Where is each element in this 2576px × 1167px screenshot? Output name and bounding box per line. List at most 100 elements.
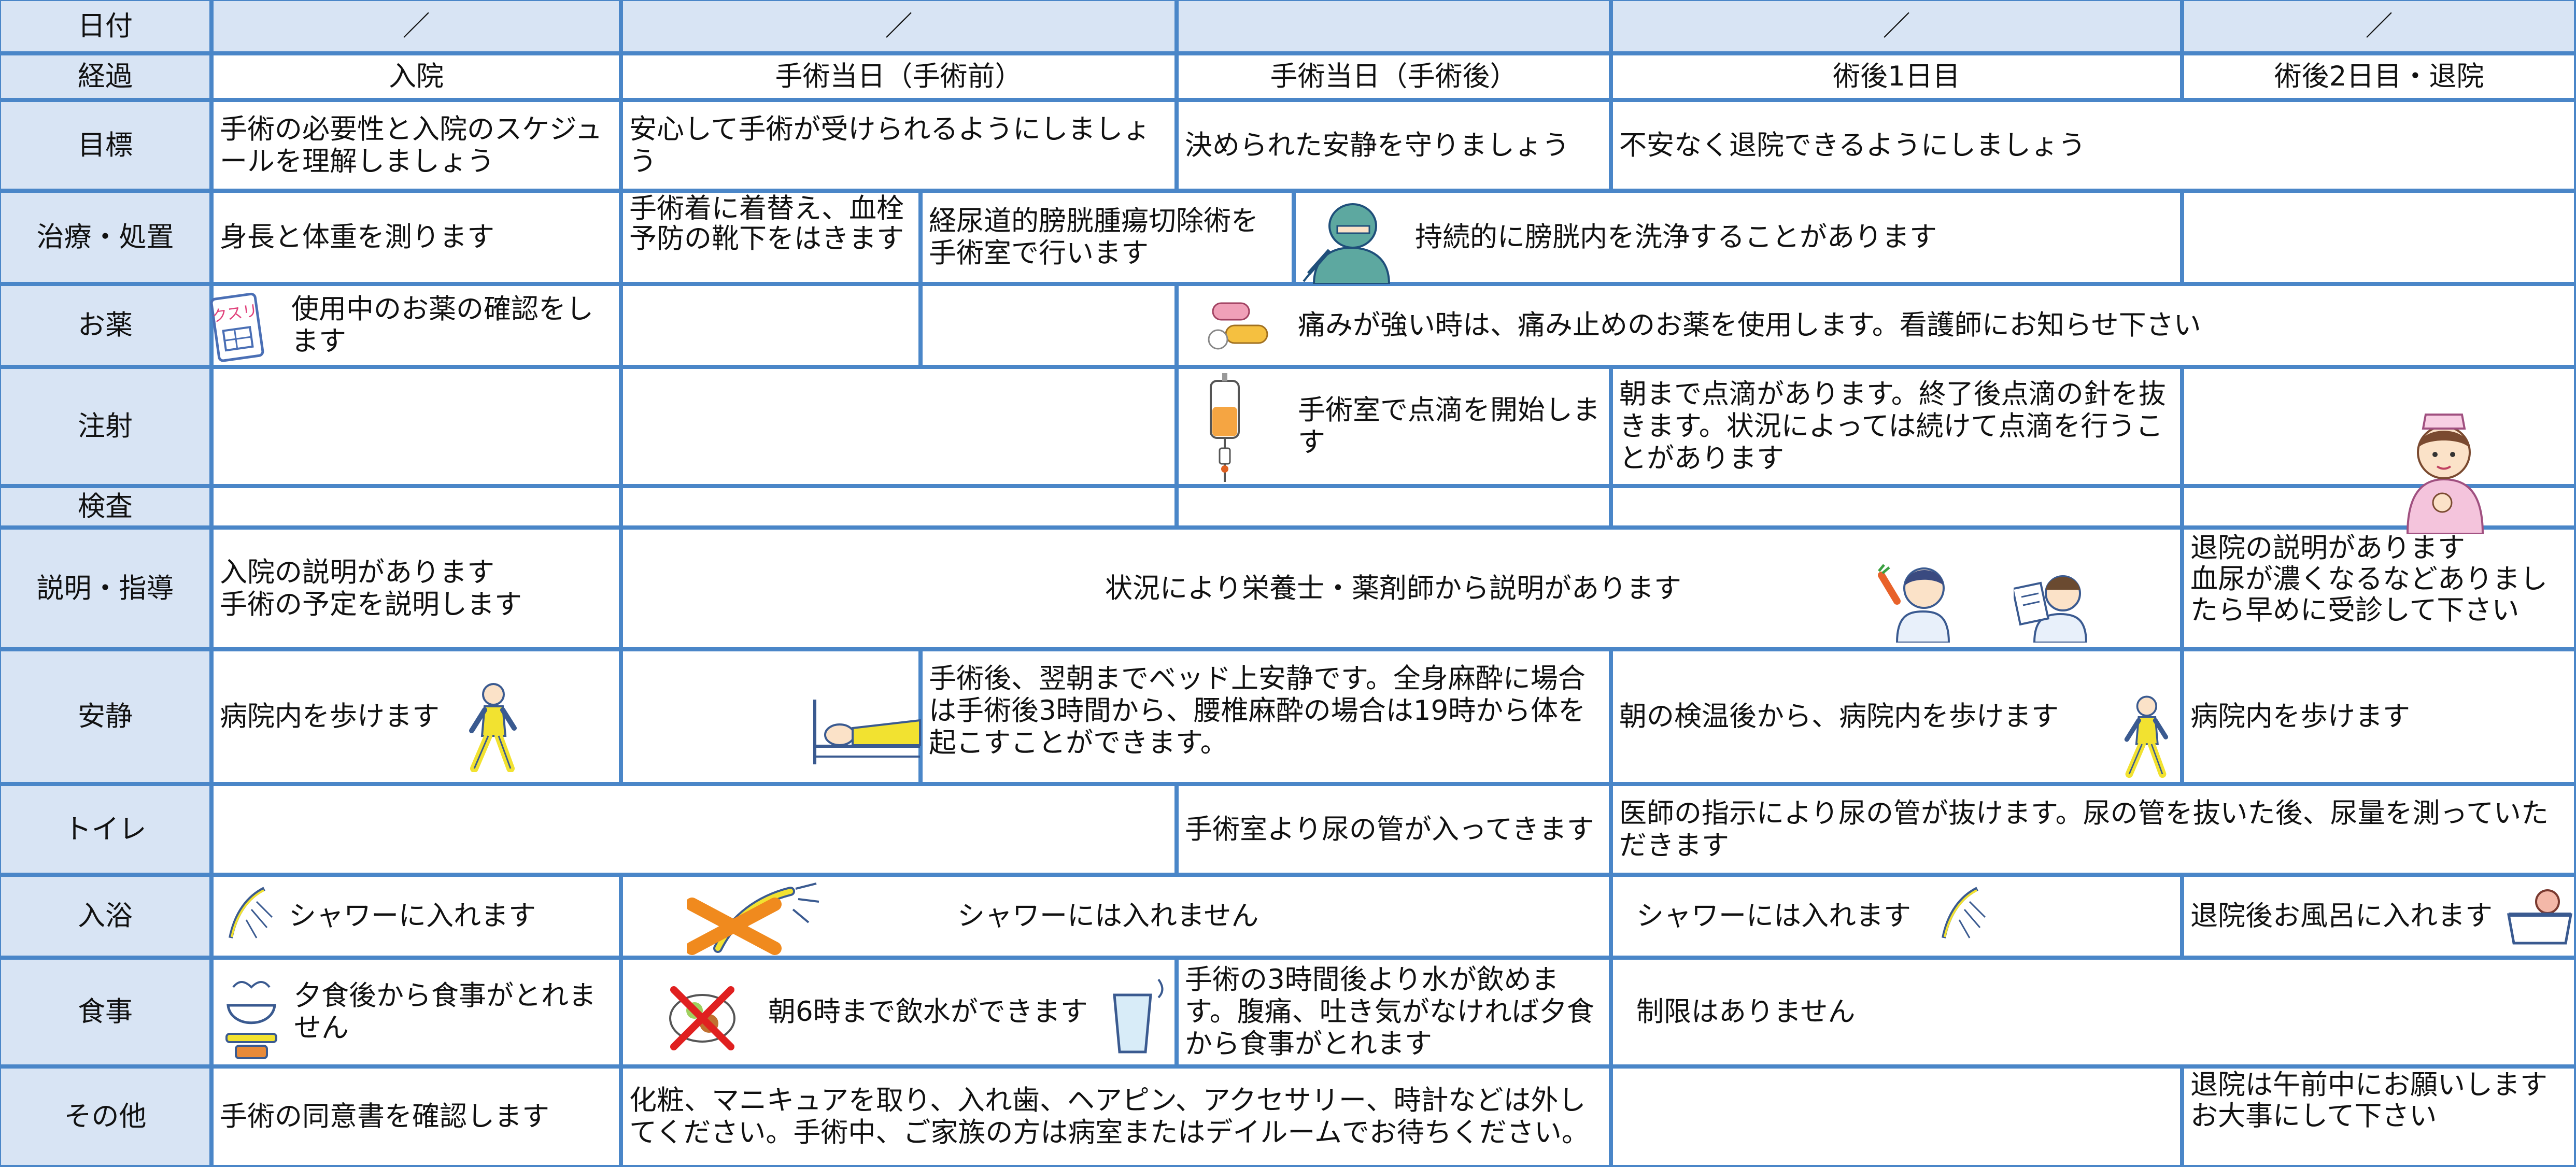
exam-day2 bbox=[2182, 486, 2576, 528]
walking-person-icon bbox=[469, 683, 517, 772]
row-label-text: お薬 bbox=[78, 309, 133, 341]
row-label-bath: 入浴 bbox=[0, 875, 211, 958]
toilet-day1: 医師の指示により尿の管が抜けます。尿の管を抜いた後、尿量を測っていただきます bbox=[1611, 784, 2576, 875]
injection-admit bbox=[211, 367, 621, 486]
goal-admit: 手術の必要性と入院のスケジュールを理解しましょう bbox=[211, 100, 621, 191]
meal-bowl-icon bbox=[225, 981, 277, 1059]
exam-postop bbox=[1177, 486, 1611, 528]
injection-preop bbox=[621, 367, 1177, 486]
date-admit: ／ bbox=[211, 0, 621, 53]
row-label-meal: 食事 bbox=[0, 958, 211, 1066]
row-label-text: 安静 bbox=[78, 701, 133, 732]
row-label-text: その他 bbox=[64, 1101, 147, 1132]
no-shower-icon bbox=[687, 883, 819, 955]
rest-text: 病院内を歩けます bbox=[2190, 701, 2410, 732]
medicine-preop-a bbox=[621, 284, 921, 367]
bath-text: シャワーに入れます bbox=[289, 900, 536, 932]
pharmacist-icon bbox=[2014, 575, 2088, 643]
goal-postop: 決められた安静を守りましょう bbox=[1177, 100, 1611, 191]
rest-day1: 朝の検温後から、病院内を歩けます bbox=[1611, 649, 2182, 784]
treatment-irrigation: 持続的に膀胱内を洗浄することがあります bbox=[1294, 191, 2182, 284]
row-label-toilet: トイレ bbox=[0, 784, 211, 875]
no-food-icon bbox=[669, 986, 735, 1050]
water-glass-icon bbox=[1113, 978, 1164, 1054]
other-discharge: 退院は午前中にお願いします お大事にして下さい bbox=[2182, 1066, 2576, 1167]
other-text: 手術の同意書を確認します bbox=[220, 1101, 549, 1132]
row-label-other: その他 bbox=[0, 1066, 211, 1167]
meal-text: 朝6時まで飲水ができます bbox=[768, 996, 1088, 1028]
other-admit: 手術の同意書を確認します bbox=[211, 1066, 621, 1167]
goal-text: 決められた安静を守りましょう bbox=[1185, 129, 1569, 161]
stage-day2: 術後2日目・退院 bbox=[2182, 53, 2576, 100]
treatment-surgery: 経尿道的膀胱腫瘍切除術を手術室で行います bbox=[921, 191, 1294, 284]
stage-day1: 術後1日目 bbox=[1611, 53, 2182, 100]
treatment-text: 経尿道的膀胱腫瘍切除術を手術室で行います bbox=[929, 205, 1258, 269]
goal-preop: 安心して手術が受けられるようにしましょう bbox=[621, 100, 1177, 191]
date-postop bbox=[1177, 0, 1611, 53]
medicine-admit: 使用中のお薬の確認をします bbox=[211, 284, 621, 367]
row-label-rest: 安静 bbox=[0, 649, 211, 784]
bath-text: 退院後お風呂に入れます bbox=[2190, 900, 2493, 932]
rest-admit: 病院内を歩けます bbox=[211, 649, 621, 784]
meal-admit: 夕食後から食事がとれません bbox=[211, 958, 621, 1066]
row-label-medicine: お薬 bbox=[0, 284, 211, 367]
meal-text: 手術の3時間後より水が飲めます。腹痛、吐き気がなければ夕食から食事がとれます bbox=[1185, 964, 1594, 1060]
explanation-discharge: 退院の説明があります 血尿が濃くなるなどありましたら早めに受診して下さい bbox=[2182, 528, 2576, 649]
exam-preop bbox=[621, 486, 1177, 528]
medicine-preop-b bbox=[921, 284, 1177, 367]
injection-day1: 朝まで点滴があります。終了後点滴の針を抜きます。状況によっては続けて点滴を行うこ… bbox=[1611, 367, 2182, 486]
nurse-icon bbox=[2406, 414, 2484, 534]
date-text: ／ bbox=[885, 10, 913, 42]
treatment-text: 持続的に膀胱内を洗浄することがあります bbox=[1415, 221, 1937, 253]
rest-text: 病院内を歩けます bbox=[220, 701, 440, 732]
meal-text: 夕食後から食事がとれません bbox=[294, 980, 596, 1044]
rest-preop bbox=[621, 649, 921, 784]
goal-day1: 不安なく退院できるようにしましょう bbox=[1611, 100, 2576, 191]
toilet-text: 医師の指示により尿の管が抜けます。尿の管を抜いた後、尿量を測っていただきます bbox=[1619, 797, 2549, 861]
shower-icon bbox=[229, 887, 273, 938]
walking-person-icon bbox=[2124, 695, 2169, 778]
stage-text: 手術当日（手術後） bbox=[1270, 61, 1518, 92]
exam-day1 bbox=[1611, 486, 2182, 528]
meal-day1: 制限はありません bbox=[1611, 958, 2576, 1066]
date-day2: ／ bbox=[2182, 0, 2576, 53]
shower-icon bbox=[1942, 887, 1986, 938]
stage-text: 手術当日（手術前） bbox=[775, 61, 1023, 92]
other-text: 化粧、マニキュアを取り、入れ歯、ヘアピン、アクセサリー、時計などは外してください… bbox=[629, 1085, 1589, 1148]
bathtub-icon bbox=[2507, 889, 2572, 945]
row-label-text: 入浴 bbox=[78, 900, 133, 932]
injection-day2 bbox=[2182, 367, 2576, 486]
date-preop: ／ bbox=[621, 0, 1177, 53]
row-label-text: 注射 bbox=[78, 410, 133, 442]
treatment-text: 身長と体重を測ります bbox=[220, 221, 494, 253]
explanation-text: 入院の説明があります 手術の予定を説明します bbox=[220, 556, 522, 620]
row-label-date: 日付 bbox=[0, 0, 211, 53]
stage-preop: 手術当日（手術前） bbox=[621, 53, 1177, 100]
row-label-text: トイレ bbox=[64, 813, 147, 845]
stage-text: 術後1日目 bbox=[1833, 61, 1960, 92]
explanation-text: 退院の説明があります 血尿が濃くなるなどありましたら早めに受診して下さい bbox=[2190, 532, 2547, 626]
bath-day1: シャワーには入れます bbox=[1611, 875, 2182, 958]
date-text: ／ bbox=[2365, 10, 2393, 42]
other-day1 bbox=[1611, 1066, 2182, 1167]
date-text: ／ bbox=[1883, 10, 1910, 42]
stage-text: 術後2日目・退院 bbox=[2274, 61, 2484, 92]
injection-postop: 手術室で点滴を開始します bbox=[1177, 367, 1611, 486]
bath-admit: シャワーに入れます bbox=[211, 875, 621, 958]
stage-text: 入院 bbox=[389, 61, 444, 92]
toilet-postop: 手術室より尿の管が入ってきます bbox=[1177, 784, 1611, 875]
pills-icon bbox=[1208, 302, 1268, 350]
exam-admit bbox=[211, 486, 621, 528]
medicine-notebook-icon: クスリ bbox=[210, 292, 264, 362]
treatment-text: 手術着に着替え、血栓予防の靴下をはきます bbox=[629, 193, 904, 254]
medicine-text: 使用中のお薬の確認をします bbox=[291, 293, 593, 357]
row-label-injection: 注射 bbox=[0, 367, 211, 486]
meal-postop: 手術の3時間後より水が飲めます。腹痛、吐き気がなければ夕食から食事がとれます bbox=[1177, 958, 1611, 1066]
row-label-text: 食事 bbox=[78, 996, 133, 1028]
row-label-progress: 経過 bbox=[0, 53, 211, 100]
explanation-text: 状況により栄養士・薬剤師から説明があります bbox=[1105, 572, 1681, 604]
treatment-preop: 手術着に着替え、血栓予防の靴下をはきます bbox=[621, 191, 921, 284]
goal-text: 安心して手術が受けられるようにしましょう bbox=[629, 113, 1151, 177]
goal-text: 不安なく退院できるようにしましょう bbox=[1619, 129, 2086, 161]
